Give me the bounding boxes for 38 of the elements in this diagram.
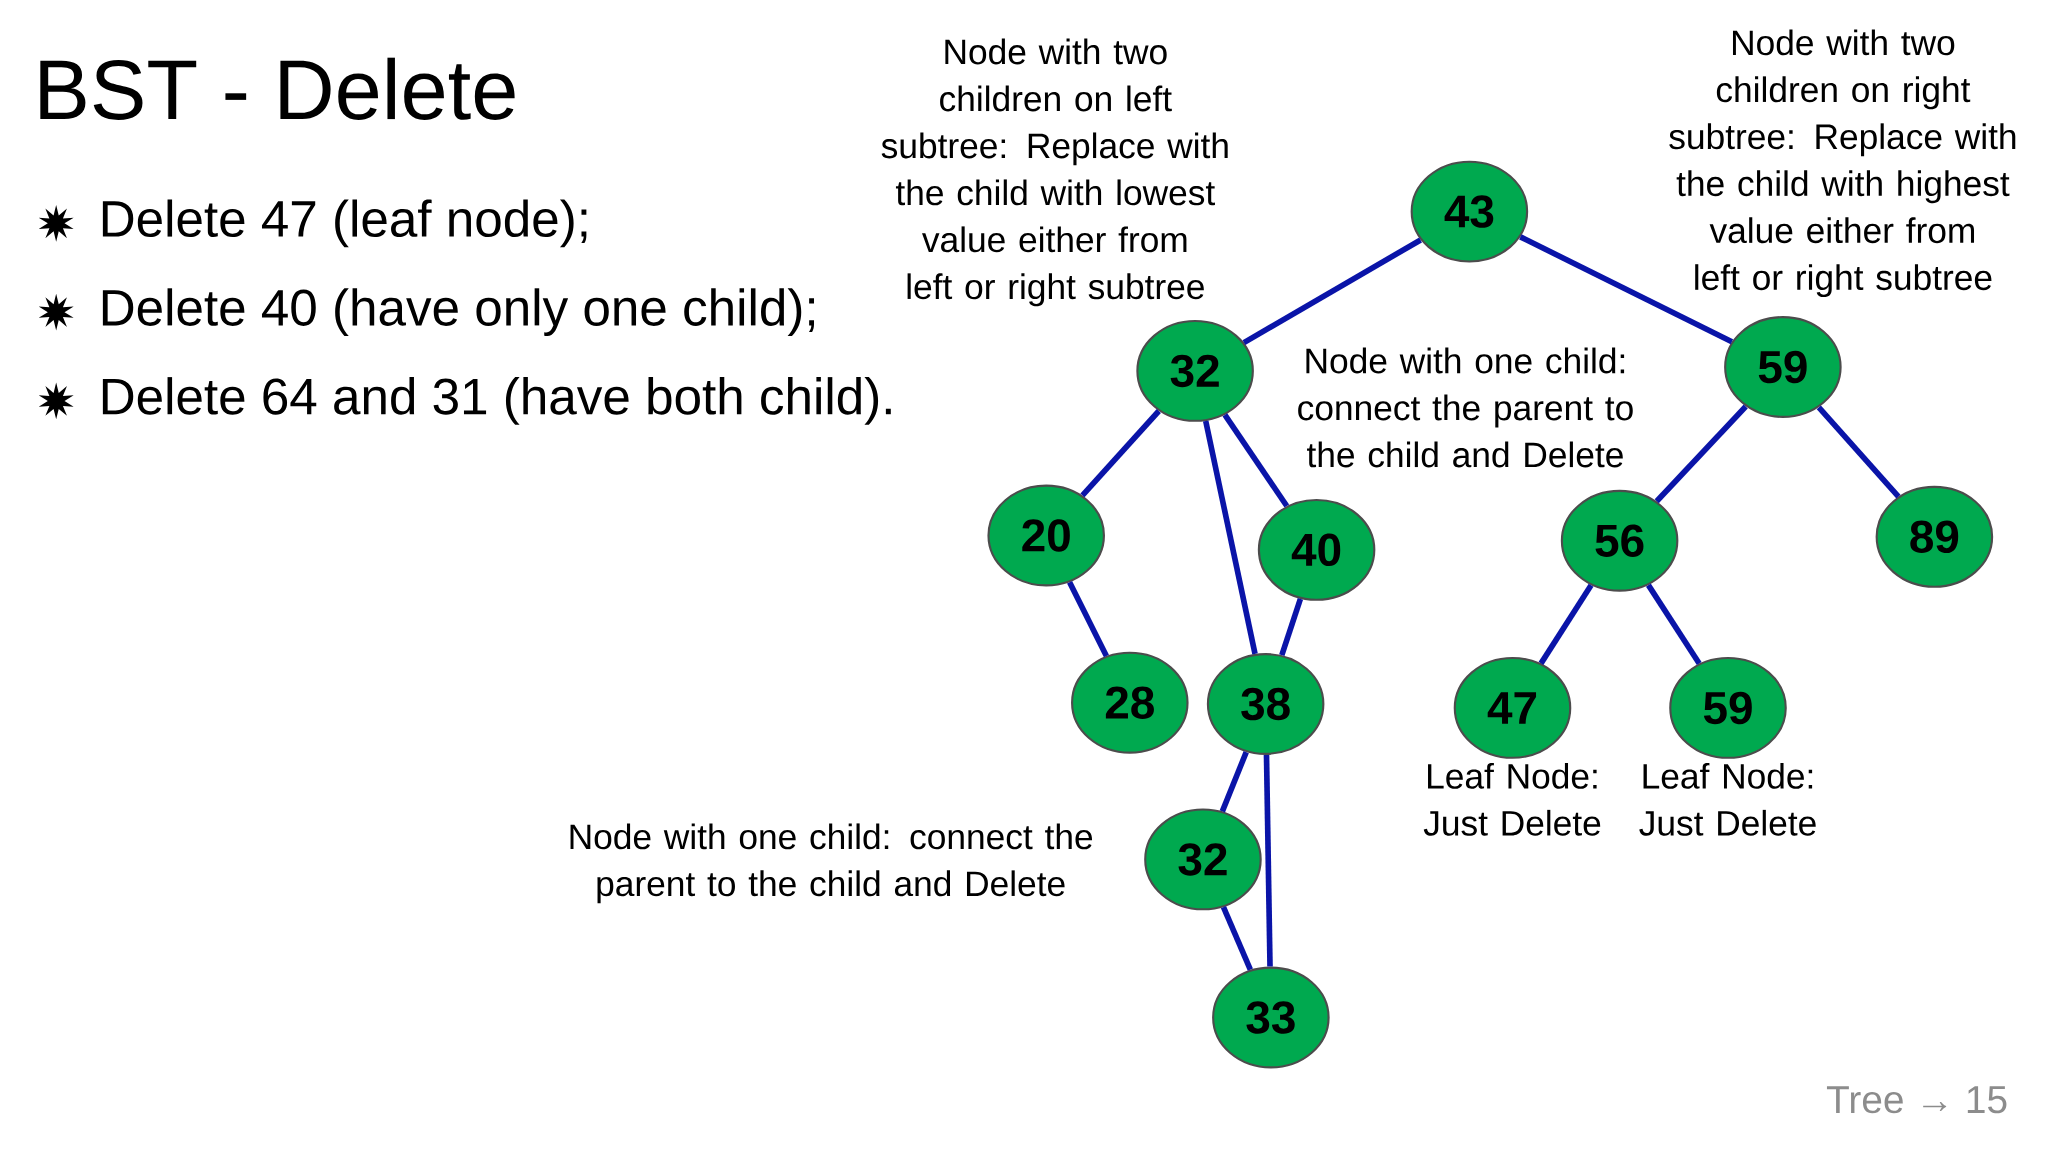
tree-node: 56 [1560,489,1679,592]
tree-edge [1646,583,1702,666]
tree-edge [1519,234,1734,345]
annotation: Node with one child: connect the parent to the child and Delete [570,823,1093,904]
tree-edge [1220,906,1253,971]
tree-node: 59 [1724,316,1842,418]
tree-node: 20 [987,484,1105,587]
tree-edge [1654,404,1748,504]
annotation: Node with two children on right subtree: Replace with the child with highest value either from left or right subtree [1669,29,2016,298]
tree-node: 47 [1453,656,1572,759]
tree-edge [1538,583,1594,665]
tree-node: 32 [1144,808,1262,911]
tree-edge [1080,409,1161,498]
annotation: Node with two children on left subtree: Replace with the child with lowest value either from left or right subtree [881,38,1228,307]
tree-edge [1279,597,1304,656]
tree-node: 89 [1875,485,1994,588]
bullet-item: Delete 64 and 31 (have both child). [102,377,891,425]
page-footer: Tree → 15 [1826,1086,2007,1114]
annotation: Node with one child: connect the parent to the child and Delete [1298,347,1633,468]
title: BST - Delete [40,57,515,120]
bullet-item: Delete 40 (have only one child); [102,288,814,337]
tree-edge [1202,420,1258,655]
bullet-item: Delete 47 (leaf node); [102,199,587,248]
tree-edge [1242,237,1422,345]
tree-node: 32 [1136,320,1254,422]
tree-node: 43 [1410,160,1529,263]
annotation: Leaf Node: Just Delete [1423,762,1601,836]
annotation: Leaf Node: Just Delete [1639,762,1816,836]
tree-node: 59 [1669,656,1787,759]
tree-edge [1219,751,1249,813]
tree-edge [1067,581,1109,658]
tree-node: 40 [1257,498,1376,601]
tree-node: 38 [1206,653,1325,755]
tree-edge [1816,405,1901,499]
tree-edge [1222,413,1290,508]
tree-node: 33 [1212,966,1330,1069]
tree-node: 28 [1071,651,1189,754]
tree-edge [1263,754,1273,967]
